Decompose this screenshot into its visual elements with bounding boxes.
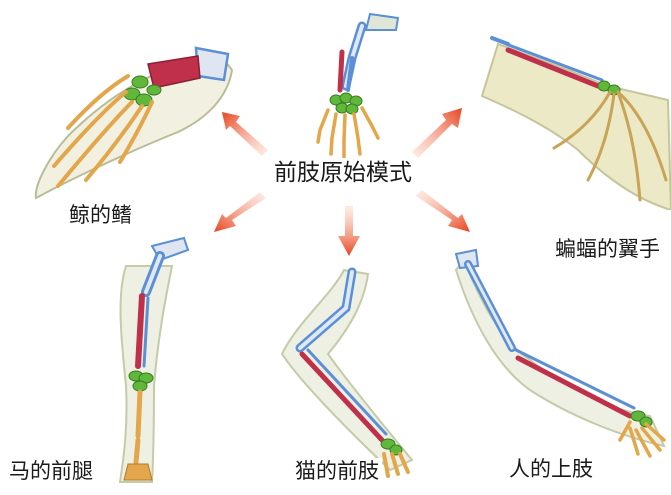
whale-flipper-illustration (28, 36, 238, 206)
bat-wing-illustration (478, 30, 671, 210)
bat-label: 蝙蝠的翼手 (552, 236, 663, 262)
human-arm-illustration (450, 240, 671, 465)
cat-label: 猫的前肢 (292, 458, 382, 484)
cat-forelimb-illustration (272, 264, 422, 489)
arrow-to-human (416, 190, 470, 232)
arrow-to-bat (412, 108, 462, 158)
arrow-to-cat (338, 206, 360, 256)
whale-label: 鲸的鳍 (66, 202, 135, 228)
primitive-forelimb-illustration (312, 8, 412, 163)
horse-label: 马的前腿 (6, 458, 96, 484)
human-label: 人的上肢 (506, 456, 596, 482)
horse-foreleg-illustration (96, 236, 206, 486)
center-label: 前肢原始模式 (270, 158, 416, 188)
